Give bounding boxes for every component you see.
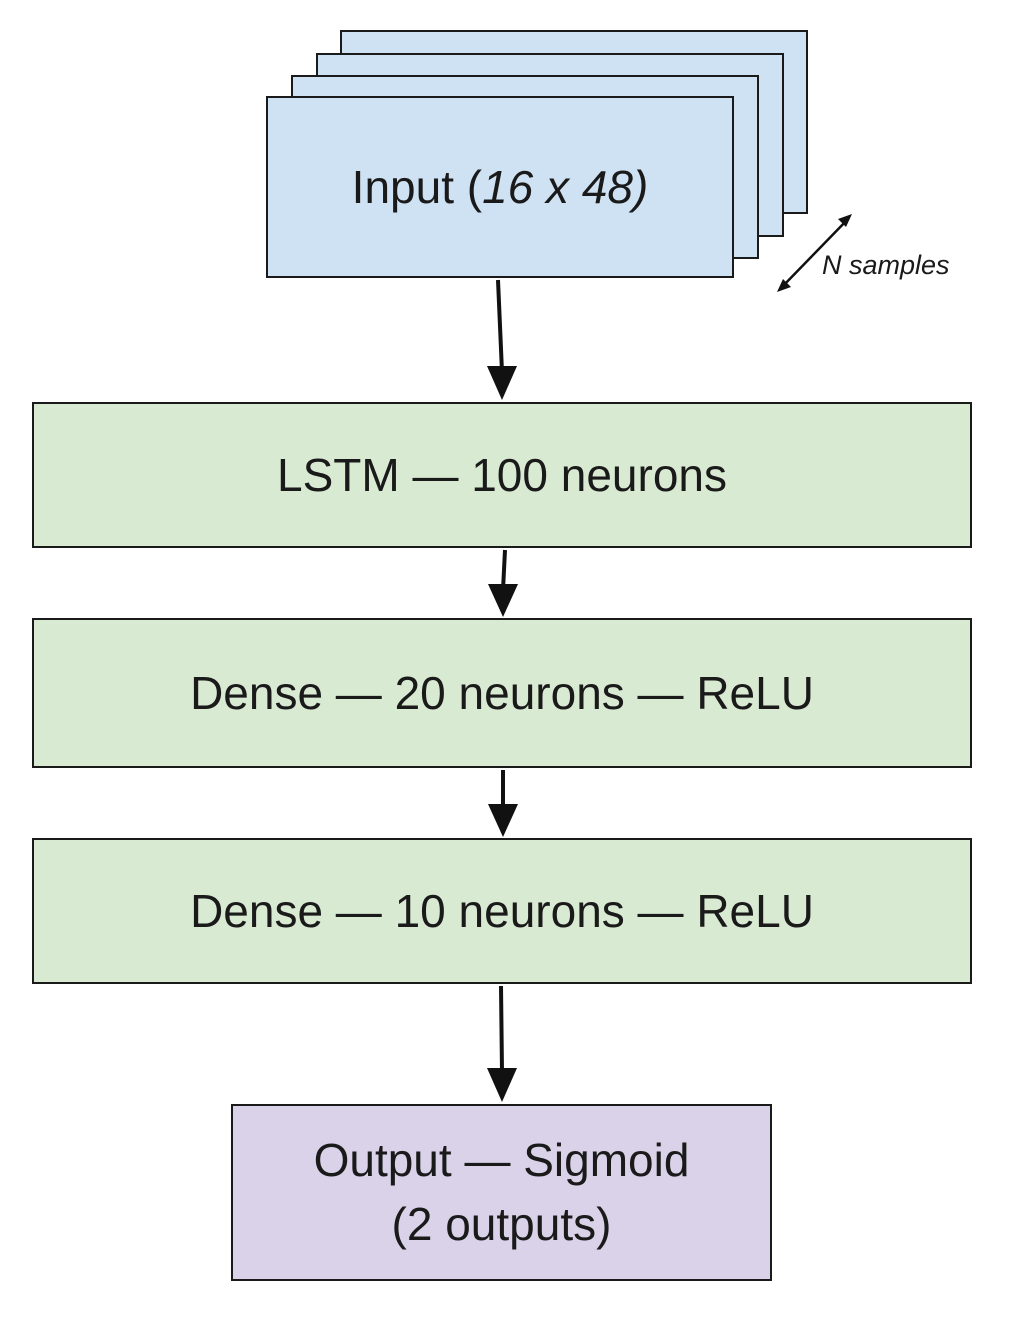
input-dims: 16 x 48) xyxy=(482,161,649,213)
dense-20-layer-box: Dense — 20 neurons — ReLU xyxy=(32,618,972,768)
output-label-line1: Output — Sigmoid xyxy=(313,1134,690,1187)
lstm-layer-label: LSTM — 100 neurons xyxy=(276,449,727,501)
input-to-lstm-arrow xyxy=(487,279,517,400)
dense-20-layer-label: Dense — 20 neurons — ReLU xyxy=(190,667,814,719)
output-label-line2: (2 outputs) xyxy=(391,1197,612,1250)
dense20-to-dense10-arrow xyxy=(488,770,518,837)
n-samples-label: N samples xyxy=(822,250,950,280)
lstm-to-dense20-arrow xyxy=(488,549,518,617)
dense-10-layer-label: Dense — 10 neurons — ReLU xyxy=(190,885,814,937)
dense10-to-output-arrow xyxy=(487,985,517,1102)
input-box: Input (16 x 48) xyxy=(266,96,734,278)
input-label: Input ( xyxy=(351,161,483,213)
dense-10-layer-box: Dense — 10 neurons — ReLU xyxy=(32,838,972,984)
output-box: Output — Sigmoid (2 outputs) xyxy=(231,1104,772,1281)
lstm-layer-box: LSTM — 100 neurons xyxy=(32,402,972,548)
